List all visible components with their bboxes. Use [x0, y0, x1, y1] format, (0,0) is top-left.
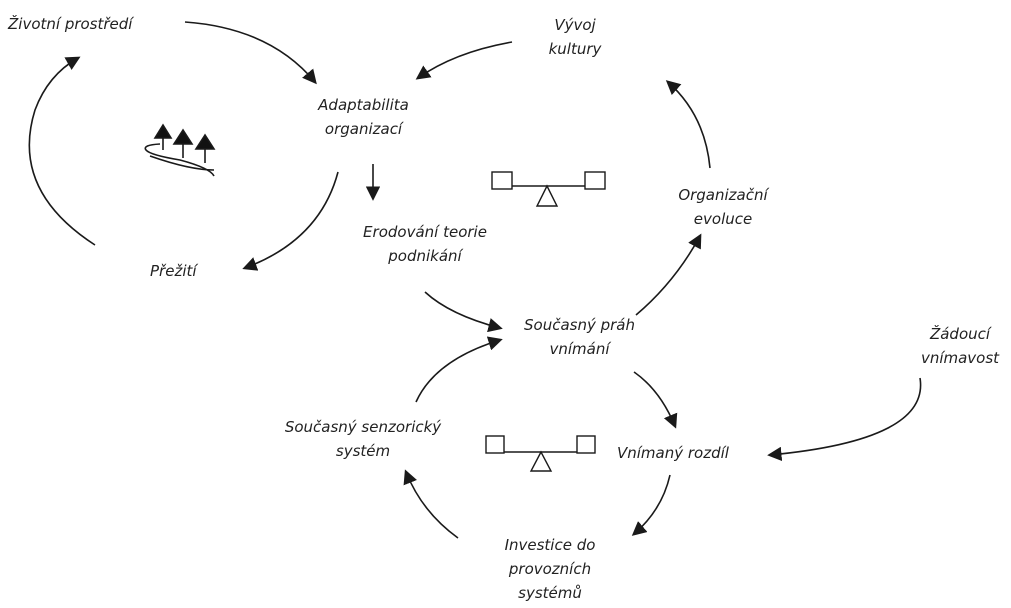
node-vnimany-rozdil: Vnímaný rozdíl: [617, 441, 729, 465]
arrow-prostredi-to-adaptabilita: [184, 21, 317, 85]
node-vyvoj-kultury: Vývoj kultury: [530, 13, 620, 61]
arrow-rozdil-to-investice: [631, 474, 671, 536]
node-soucasny-prah-line2: vnímání: [549, 340, 610, 358]
arrow-investice-to-senzoricky: [403, 469, 459, 539]
node-senzoricky-line2: systém: [335, 442, 391, 460]
node-soucasny-senzoricky-system: Současný senzorický systém: [278, 415, 448, 463]
node-zivotni-prostredi-text: Životní prostředí: [8, 15, 133, 33]
node-zadouci-vnimavost: Žádoucí vnímavost: [910, 322, 1010, 370]
arrow-kultura-to-adaptabilita: [415, 41, 513, 80]
node-senzoricky-line1: Současný senzorický: [284, 418, 442, 436]
node-erodovani-line2: podnikání: [388, 247, 462, 265]
arrow-preziti-to-prostredi: [28, 56, 96, 246]
node-preziti-text: Přežití: [150, 262, 197, 280]
arrow-erodovani-to-prah: [424, 291, 503, 333]
node-organizacni-evoluce: Organizační evoluce: [668, 183, 778, 231]
balance-icon-upper: [491, 171, 606, 207]
node-adaptabilita: Adaptabilita organizací: [296, 93, 431, 141]
node-vyvoj-kultury-line2: kultury: [548, 40, 602, 58]
node-investice-line1: Investice do: [504, 536, 596, 554]
node-soucasny-prah: Současný práh vnímání: [512, 313, 647, 361]
node-zadouci-line2: vnímavost: [920, 349, 1000, 367]
node-erodovani-line1: Erodování teorie: [363, 223, 487, 241]
arrow-adaptabilita-to-preziti: [242, 171, 339, 271]
node-zivotni-prostredi: Životní prostředí: [8, 12, 132, 36]
arrow-zadouci-to-rozdil: [767, 377, 922, 462]
node-erodovani-teorie: Erodování teorie podnikání: [350, 220, 500, 268]
arrow-prah-to-rozdil: [633, 371, 678, 429]
node-adaptabilita-line1: Adaptabilita: [318, 96, 409, 114]
node-investice-line3: systémů: [518, 584, 582, 602]
arrow-prah-to-evoluce: [635, 233, 702, 316]
node-soucasny-prah-line1: Současný práh: [524, 316, 635, 334]
node-investice: Investice do provozních systémů: [490, 533, 610, 605]
node-organizacni-evoluce-line1: Organizační: [678, 186, 768, 204]
arrow-senzoricky-to-prah: [415, 336, 503, 403]
node-investice-line2: provozních: [508, 560, 592, 578]
node-vnimany-rozdil-text: Vnímaný rozdíl: [617, 444, 729, 462]
node-adaptabilita-line2: organizací: [324, 120, 403, 138]
node-preziti: Přežití: [150, 259, 197, 283]
trees-icon: [144, 123, 216, 177]
node-zadouci-line1: Žádoucí: [929, 325, 991, 343]
node-vyvoj-kultury-line1: Vývoj: [554, 16, 596, 34]
node-organizacni-evoluce-line2: evoluce: [693, 210, 753, 228]
balance-icon-lower: [485, 435, 596, 472]
arrow-evoluce-to-kultura: [665, 80, 711, 169]
